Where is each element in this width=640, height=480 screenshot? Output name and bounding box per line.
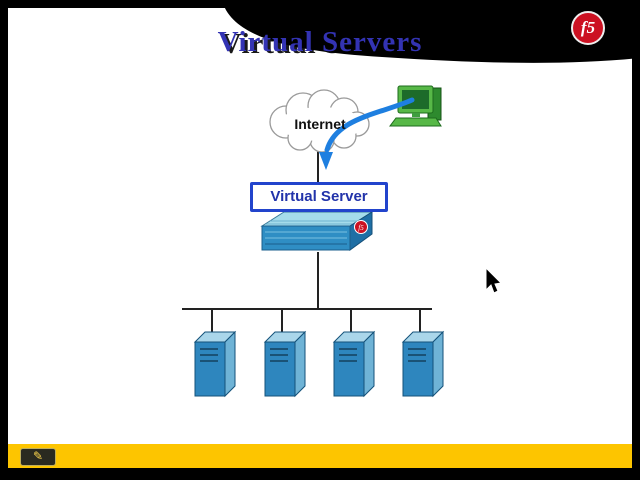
pen-icon: ✎ <box>32 449 44 463</box>
server-tower-2 <box>263 330 307 398</box>
server-tower-3 <box>332 330 376 398</box>
appliance-f5-badge <box>354 220 368 234</box>
virtual-server-label: Virtual Server <box>270 188 368 205</box>
appliance-f5-badge-text: f5 <box>358 224 364 232</box>
mouse-cursor <box>485 266 503 294</box>
client-pc-icon <box>389 85 442 127</box>
server-tower-4 <box>401 330 445 398</box>
f5-logo-text: f5 <box>580 18 596 37</box>
virtual-server-box: Virtual Server <box>250 182 388 212</box>
presenter-bar: ✎ <box>8 444 632 468</box>
appliance-icon: f5 <box>260 211 374 251</box>
corner-swoosh-decoration <box>222 0 640 63</box>
internet-label: Internet <box>294 116 346 132</box>
pen-tool-button[interactable]: ✎ <box>20 448 56 466</box>
internet-cloud-icon <box>269 89 370 153</box>
server-tower-1 <box>193 330 237 398</box>
f5-logo: f5 <box>571 11 605 45</box>
slide-title: Virtual Servers <box>217 26 423 58</box>
curved-arrow-icon <box>319 97 415 170</box>
